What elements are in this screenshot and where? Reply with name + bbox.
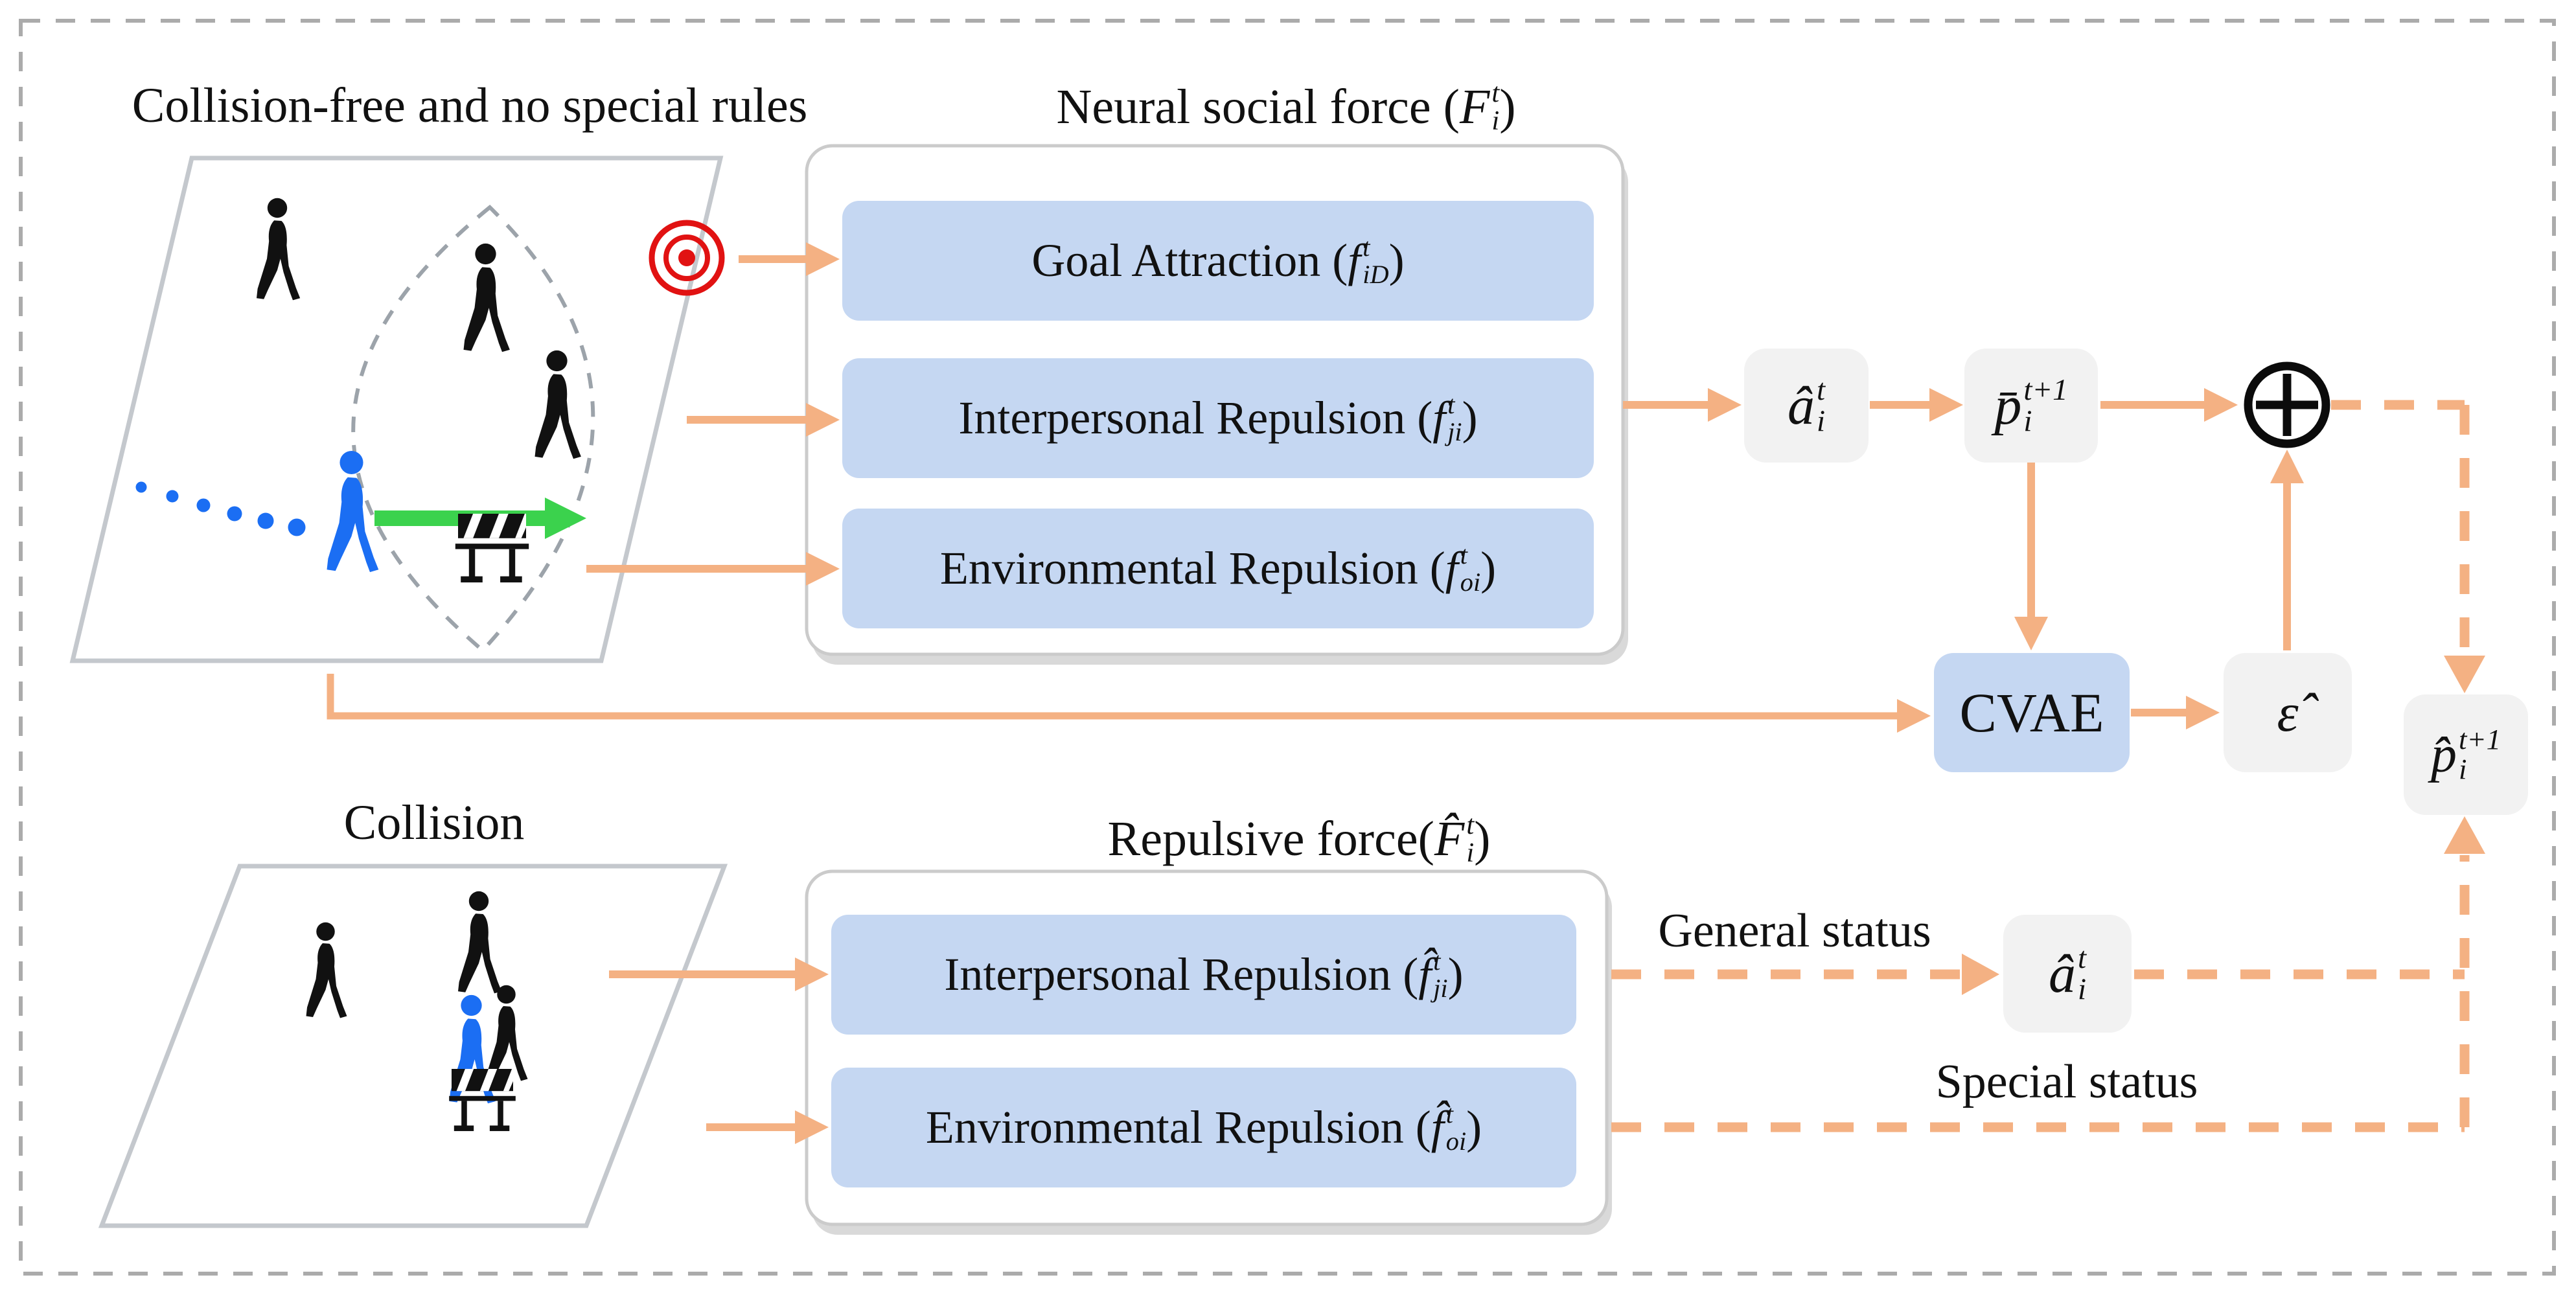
paren-close: ): [1466, 1101, 1482, 1153]
force-label: Environmental Repulsion: [925, 1101, 1404, 1153]
paren-close: ): [1462, 392, 1478, 444]
epsilon-hat-node: ε̂: [2224, 653, 2352, 772]
paren-close: ): [1499, 79, 1516, 134]
cvae-label: CVAE: [1959, 682, 2104, 744]
bottom-scene-label: Collision: [343, 796, 525, 850]
paren-close: ): [1388, 235, 1405, 286]
paren-open: (: [1405, 392, 1433, 444]
paren-close: ): [1474, 811, 1491, 866]
trajectory-blue-dots-icon: [135, 481, 306, 536]
general-status-label: General status: [1658, 904, 1931, 957]
paren-open: (: [1403, 1101, 1431, 1153]
title-text: Repulsive force: [1107, 811, 1418, 866]
force-label: Interpersonal Repulsion: [958, 392, 1406, 444]
paren-close: ): [1447, 948, 1464, 1000]
cvae-box: CVAE: [1934, 653, 2130, 772]
top-scene: [69, 155, 725, 663]
paren-open: (: [1431, 79, 1460, 134]
title-text: Neural social force: [1056, 79, 1431, 134]
goal-target-icon: [649, 220, 725, 296]
paren-open: (: [1418, 811, 1434, 866]
paren-close: ): [1480, 542, 1497, 594]
math-epsilon-hat: ε̂: [2277, 682, 2299, 743]
special-status-label: Special status: [1935, 1055, 2198, 1108]
bottom-scene: [98, 864, 728, 1228]
fov-dashed-lens-icon: [351, 204, 595, 654]
paren-open: (: [1320, 235, 1348, 286]
paren-open: (: [1418, 542, 1445, 594]
top-scene-label: Collision-free and no special rules: [132, 78, 808, 133]
paren-open: (: [1391, 948, 1419, 1000]
scene-plane: [98, 864, 728, 1228]
dashed-arrows: [1611, 400, 2485, 1132]
scene-plane: [69, 155, 724, 663]
force-label: Interpersonal Repulsion: [944, 948, 1392, 1000]
figure-border: [19, 19, 2556, 1276]
force-label: Goal Attraction: [1031, 235, 1321, 286]
circle-plus-sum-icon: [2244, 361, 2330, 448]
solid-arrows: [327, 242, 2304, 1144]
force-label: Environmental Repulsion: [939, 542, 1418, 594]
